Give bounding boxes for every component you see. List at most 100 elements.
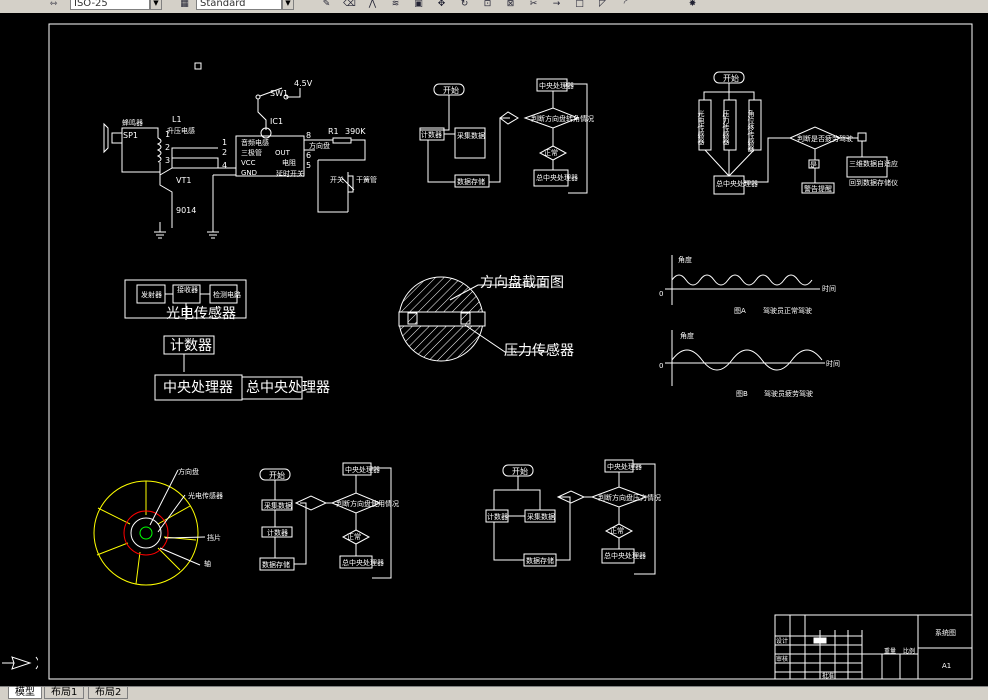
circuit-label: 8 [306, 131, 311, 140]
break-icon[interactable]: □ [575, 0, 584, 9]
text-style-combo[interactable]: Standard [196, 0, 282, 10]
circuit-label: 蜂鸣器 [122, 118, 143, 127]
circuit-label: SW1 [270, 89, 288, 98]
flow-text: 总中央处理器 [604, 551, 646, 560]
scale-icon[interactable]: ⊡ [483, 0, 492, 9]
circuit-label: 升压电感 [167, 126, 195, 135]
block-text: 光电传感器 [166, 305, 236, 322]
flow-text: 计数器 [267, 528, 288, 537]
text-style-icon[interactable]: ▦ [180, 0, 189, 9]
chevron-down-icon[interactable]: ▼ [150, 0, 162, 10]
offset-icon[interactable]: ≋ [391, 0, 400, 9]
move-icon[interactable]: ✥ [437, 0, 446, 9]
section-title: 方向盘截面图 [480, 274, 564, 291]
flow-text: 计数器 [487, 512, 508, 521]
circuit-label: 1 [222, 138, 227, 147]
circuit-label: L1 [172, 115, 182, 124]
flow-text: 数据存储 [526, 556, 554, 565]
mirror-icon[interactable]: ⋀ [368, 0, 377, 9]
circuit-label: 音频电感 [241, 138, 269, 147]
flow-text: 正常 [610, 526, 624, 535]
titleblock-size: A1 [942, 662, 951, 670]
fillet-icon[interactable]: ◜ [623, 0, 628, 9]
circuit-label: 2 [222, 148, 227, 157]
flow-text: 开始 [723, 73, 739, 83]
circuit-label: 电阻 [282, 158, 296, 167]
chamfer-icon[interactable]: ◸ [599, 0, 606, 9]
wheel-label: 轴 [204, 559, 211, 568]
circuit-label: VT1 [176, 176, 191, 185]
flow-text: 三维数据自适应 [849, 159, 898, 168]
circuit-label: 2 [165, 143, 170, 152]
rotate-icon[interactable]: ↻ [460, 0, 469, 9]
graph-b-curve [671, 349, 823, 371]
ucs-icon [2, 656, 38, 670]
circuit-label: 390K [345, 127, 366, 136]
circuit-label: 开关 [330, 175, 344, 184]
extend-icon[interactable]: → [552, 0, 561, 9]
circuit-diagram: SP1 蜂鸣器 L1 升压电感 1 2 3 VT1 9014 SW1 4.5V … [103, 79, 377, 239]
circuit-label: R1 [328, 127, 339, 136]
dim-scale-combo[interactable]: ISO-25 [70, 0, 150, 10]
circuit-label: 方向盘 [309, 141, 330, 150]
flow-text: 数据存储 [457, 177, 485, 186]
dim-style-icon[interactable]: ⇿ [49, 0, 58, 9]
section-label: 压力传感器 [504, 342, 574, 359]
flow-text: 判断方向盘使用情况 [336, 499, 399, 508]
graph-b: 角度 时间 0 图B 驾驶员疲劳驾驶 [659, 330, 840, 398]
circuit-label: VCC [241, 159, 256, 167]
array-icon[interactable]: ▣ [414, 0, 423, 9]
chevron-down-icon[interactable]: ▼ [282, 0, 294, 10]
flow-text: 光电传感器 [697, 109, 705, 146]
flow-text: 开始 [443, 85, 459, 95]
circuit-label: SP1 [123, 131, 138, 140]
flow-text: 判断方向盘转角情况 [531, 114, 594, 123]
tab-model[interactable]: 模型 [8, 687, 42, 699]
block-diagram: 发射器 接收器 检测电路 光电传感器 计数器 中央处理器 总中央处理器 [124, 279, 330, 401]
flow-text: 数据存储 [262, 560, 290, 569]
graph-label: 图B [736, 390, 748, 398]
flow-text: 总中央处理器 [536, 173, 578, 182]
circuit-label: 6 [306, 151, 311, 160]
block-text: 检测电路 [213, 290, 241, 299]
circuit-label: 干簧管 [356, 175, 377, 184]
titleblock-drawing: 系统图 [935, 628, 956, 637]
flow-text: 开始 [512, 466, 528, 476]
graph-label: 0 [659, 290, 663, 298]
graph-label: 驾驶员疲劳驾驶 [764, 389, 813, 398]
wheel-diagram: 方向盘 光电传感器 挡片 轴 [93, 467, 223, 586]
grip-square[interactable] [194, 62, 202, 70]
section-view: 方向盘截面图 压力传感器 [398, 274, 574, 362]
flow-text: 中央处理器 [539, 81, 574, 90]
trim-icon[interactable]: ✂ [529, 0, 538, 9]
circuit-label: 三极管 [241, 148, 262, 157]
graph-label: 图A [734, 307, 746, 315]
circuit-label: IC1 [270, 117, 283, 126]
circuit-label: 延时开关 [276, 169, 304, 178]
titleblock-design: 设计 [776, 637, 788, 645]
titleblock-weight: 重量 [884, 647, 896, 655]
explode-icon[interactable]: ✸ [688, 0, 697, 9]
eraser-icon[interactable]: ⌫ [343, 0, 356, 9]
tab-layout2[interactable]: 布局2 [88, 687, 129, 699]
flow-text: 回到数据存储仪 [849, 178, 898, 187]
drawing-border [48, 23, 973, 680]
titleblock-scale: 比例 [903, 647, 915, 655]
flow-text: 采集数据 [457, 131, 485, 140]
flow-text: 正常 [347, 532, 361, 541]
pencil-icon[interactable]: ✎ [322, 0, 331, 9]
graph-a: 角度 时间 0 图A 驾驶员正常驾驶 [659, 255, 836, 315]
model-space-viewport[interactable]: SP1 蜂鸣器 L1 升压电感 1 2 3 VT1 9014 SW1 4.5V … [0, 13, 988, 685]
stretch-icon[interactable]: ⊠ [506, 0, 515, 9]
flow-text: 采集数据 [264, 501, 292, 510]
flowchart-4: 开始 计数器 采集数据 数据存储 判断方向盘压力情况 中央处理器 正常 总中央处… [485, 459, 661, 575]
block-text: 中央处理器 [163, 380, 233, 396]
flow-text: 判断是否疲劳驾驶 [797, 134, 853, 143]
tab-layout1[interactable]: 布局1 [44, 687, 85, 699]
circuit-label: 5 [306, 161, 311, 170]
graph-a-curve [671, 274, 813, 286]
wheel-label: 挡片 [207, 533, 221, 542]
graph-label: 0 [659, 362, 663, 370]
flow-text: 角位移传感器 [747, 109, 755, 153]
flow-text: 总中央处理器 [716, 179, 758, 188]
